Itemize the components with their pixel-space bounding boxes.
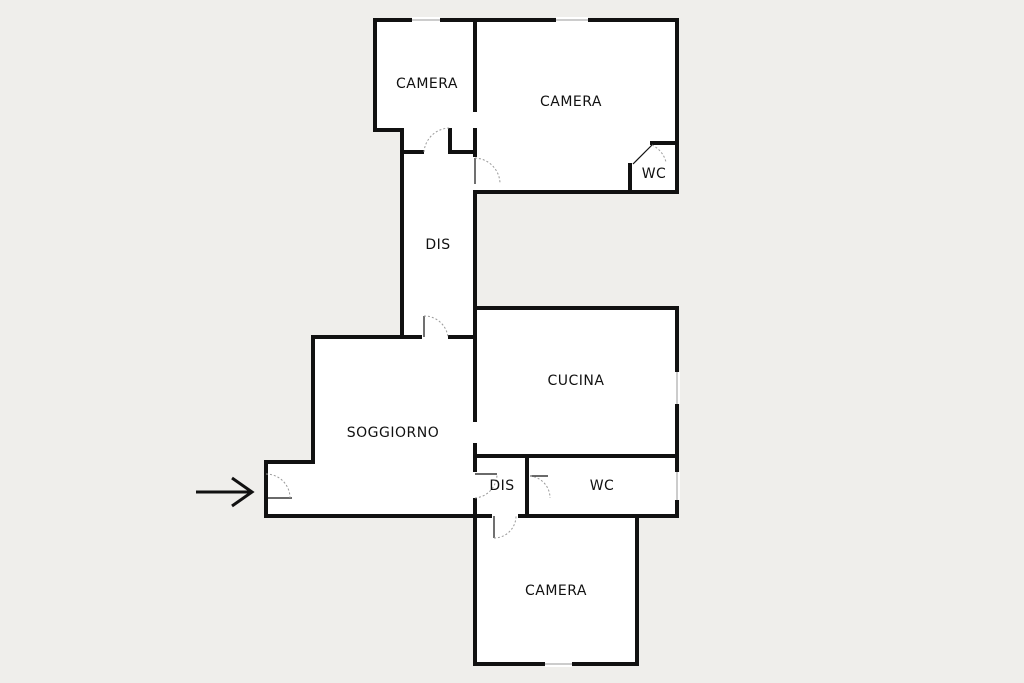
floor-wc-bottom: [527, 456, 677, 516]
floor-camera-top-left: [375, 20, 475, 130]
room-label-dis-corridor: DIS: [425, 237, 450, 253]
doors: [265, 127, 667, 539]
door-entrance: [265, 473, 292, 499]
floor-camera-top-right: [475, 20, 677, 192]
room-label-camera-top-left: CAMERA: [396, 76, 458, 92]
door-dis-soggiorno: [423, 315, 449, 338]
windows: [412, 17, 680, 667]
door-camera-bottom: [493, 515, 517, 539]
room-label-camera-bottom: CAMERA: [525, 583, 587, 599]
door-camera-top-left: [423, 127, 451, 153]
floor-soggiorno: [266, 337, 475, 516]
door-dis-small: [474, 473, 498, 499]
floor-camera-bottom: [475, 516, 637, 664]
floor-cucina: [475, 308, 677, 456]
room-label-wc-top: WC: [642, 166, 667, 182]
floor-dis-corridor: [402, 130, 475, 337]
room-label-cucina: CUCINA: [548, 373, 605, 389]
room-label-soggiorno: SOGGIORNO: [347, 425, 439, 441]
door-camera-top-right: [474, 157, 501, 185]
room-labels: CAMERA CAMERA WC DIS CUCINA SOGGIORNO DI…: [347, 76, 667, 599]
floor-dis-small: [475, 456, 527, 516]
room-label-wc-bottom: WC: [590, 478, 615, 494]
arrow-right-icon: [196, 476, 255, 508]
door-wc-top: [632, 144, 667, 165]
door-wc-bottom: [529, 475, 551, 499]
room-label-camera-top-right: CAMERA: [540, 94, 602, 110]
room-label-dis-small: DIS: [489, 478, 514, 494]
floor-areas: [266, 20, 677, 664]
